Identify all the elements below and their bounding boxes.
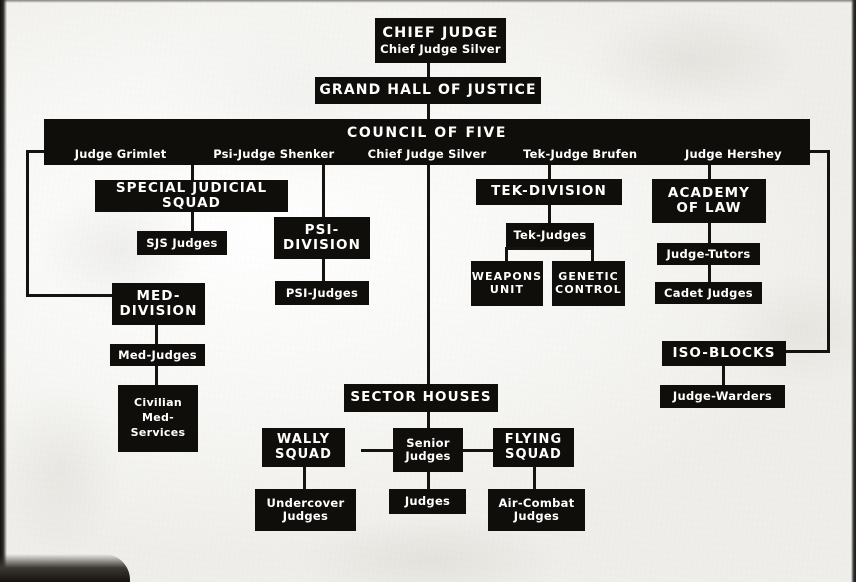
node-sector-houses[interactable]: SECTOR HOUSES	[344, 384, 498, 412]
connector-flying-aircombat	[533, 467, 536, 489]
council-member-brufen[interactable]: Tek-Judge Brufen	[523, 147, 638, 161]
node-council-of-five[interactable]: COUNCIL OF FIVE Judge Grimlet Psi-Judge …	[44, 119, 810, 165]
council-member-hershey[interactable]: Judge Hershey	[685, 147, 782, 161]
psi-judges-label: PSI-Judges	[285, 285, 359, 300]
connector-council-med-v	[26, 150, 29, 297]
undercover-judges-label: Undercover Judges	[266, 496, 345, 523]
psi-division-label: PSI- DIVISION	[282, 221, 362, 253]
node-undercover-judges[interactable]: Undercover Judges	[255, 489, 356, 531]
node-tek-division[interactable]: TEK-DIVISION	[476, 179, 622, 205]
council-member-shenker[interactable]: Psi-Judge Shenker	[213, 147, 335, 161]
node-senior-judges[interactable]: Senior Judges	[393, 428, 463, 472]
node-med-division[interactable]: MED- DIVISION	[112, 283, 205, 325]
connector-shenker-psi	[322, 165, 325, 217]
node-psi-judges[interactable]: PSI-Judges	[275, 281, 369, 305]
judges-label: Judges	[404, 494, 451, 509]
node-flying-squad[interactable]: FLYING SQUAD	[493, 428, 574, 467]
connector-tekjudges-weapons	[505, 247, 508, 261]
connector-medjudges-civilian	[155, 365, 158, 385]
node-tek-judges[interactable]: Tek-Judges	[506, 223, 594, 247]
grand-hall-label: GRAND HALL OF JUSTICE	[319, 81, 537, 98]
chief-judge-title: CHIEF JUDGE	[382, 24, 499, 41]
senior-judges-label: Senior Judges	[405, 436, 451, 463]
node-judge-tutors[interactable]: Judge-Tutors	[657, 243, 760, 265]
connector-tek-tekjudges	[548, 205, 551, 223]
node-wally-squad[interactable]: WALLY SQUAD	[262, 428, 345, 467]
page-edge-top	[0, 0, 856, 3]
connector-tutors-cadets	[708, 264, 711, 282]
node-grand-hall-of-justice[interactable]: GRAND HALL OF JUSTICE	[315, 77, 541, 104]
connector-wally-undercover	[303, 467, 306, 489]
judge-tutors-label: Judge-Tutors	[666, 246, 751, 261]
sector-houses-label: SECTOR HOUSES	[350, 389, 492, 406]
connector-council-med-h2	[26, 294, 112, 297]
node-civilian-med-services[interactable]: Civilian Med- Services	[118, 385, 198, 452]
node-sjs-judges[interactable]: SJS Judges	[137, 231, 227, 255]
page-edge-bottom-left	[0, 554, 130, 582]
connector-council-iso-h1	[808, 150, 830, 153]
connector-chiefjudge-grandhall	[427, 63, 430, 77]
tek-judges-label: Tek-Judges	[513, 227, 587, 242]
wally-squad-label: WALLY SQUAD	[275, 431, 332, 462]
node-special-judicial-squad[interactable]: SPECIAL JUDICIAL SQUAD	[95, 180, 288, 212]
chief-judge-name: Chief Judge Silver	[380, 42, 501, 57]
node-med-judges[interactable]: Med-Judges	[110, 344, 205, 366]
connector-council-iso-h2	[786, 350, 830, 353]
connector-senior-judges	[427, 472, 430, 489]
connector-academy-tutors	[708, 223, 711, 243]
connector-med-medjudges	[155, 325, 158, 344]
connector-sjs-sjsjudges	[191, 211, 194, 231]
connector-sectorhouses-senior	[427, 412, 430, 430]
med-judges-label: Med-Judges	[118, 347, 197, 362]
connector-grandhall-council	[427, 104, 430, 119]
node-judge-warders[interactable]: Judge-Warders	[660, 385, 785, 408]
node-psi-division[interactable]: PSI- DIVISION	[274, 217, 370, 259]
academy-label: ACADEMY OF LAW	[667, 184, 751, 216]
connector-psi-psijudges	[322, 259, 325, 281]
node-chief-judge[interactable]: CHIEF JUDGE Chief Judge Silver	[375, 18, 506, 63]
node-air-combat-judges[interactable]: Air-Combat Judges	[488, 489, 585, 531]
med-division-label: MED- DIVISION	[119, 287, 198, 319]
civilian-med-label: Civilian Med- Services	[130, 396, 186, 439]
connector-shenker-sjs	[191, 165, 194, 180]
connector-council-med-h1	[26, 150, 46, 153]
sjs-label: SPECIAL JUDICIAL SQUAD	[115, 179, 268, 211]
council-members-row: Judge Grimlet Psi-Judge Shenker Chief Ju…	[44, 147, 810, 161]
tek-division-label: TEK-DIVISION	[491, 183, 607, 200]
connector-silver-sectorhouses	[427, 165, 430, 384]
node-cadet-judges[interactable]: Cadet Judges	[655, 282, 762, 304]
node-academy-of-law[interactable]: ACADEMY OF LAW	[652, 179, 766, 223]
connector-council-iso-v	[827, 150, 830, 353]
council-member-silver[interactable]: Chief Judge Silver	[367, 147, 487, 161]
page-edge-left	[0, 0, 7, 582]
weapons-unit-label: WEAPONS UNIT	[471, 270, 543, 296]
page-edge-right	[851, 0, 856, 582]
flying-squad-label: FLYING SQUAD	[504, 431, 563, 462]
council-title: COUNCIL OF FIVE	[346, 125, 508, 141]
genetic-control-label: GENETIC CONTROL	[555, 270, 622, 296]
connector-tekjudges-genetic	[591, 247, 594, 261]
air-combat-judges-label: Air-Combat Judges	[498, 496, 575, 523]
node-genetic-control[interactable]: GENETIC CONTROL	[552, 261, 625, 306]
council-member-grimlet[interactable]: Judge Grimlet	[74, 147, 167, 161]
node-iso-blocks[interactable]: ISO-BLOCKS	[662, 341, 786, 366]
iso-blocks-label: ISO-BLOCKS	[672, 344, 776, 361]
node-weapons-unit[interactable]: WEAPONS UNIT	[471, 261, 543, 306]
connector-hershey-academy	[708, 165, 711, 179]
connector-brufen-tek	[548, 165, 551, 179]
connector-iso-warders	[722, 366, 725, 385]
cadet-judges-label: Cadet Judges	[664, 285, 753, 300]
node-judges[interactable]: Judges	[389, 489, 466, 514]
judge-warders-label: Judge-Warders	[672, 389, 773, 404]
sjs-judges-label: SJS Judges	[146, 235, 218, 250]
